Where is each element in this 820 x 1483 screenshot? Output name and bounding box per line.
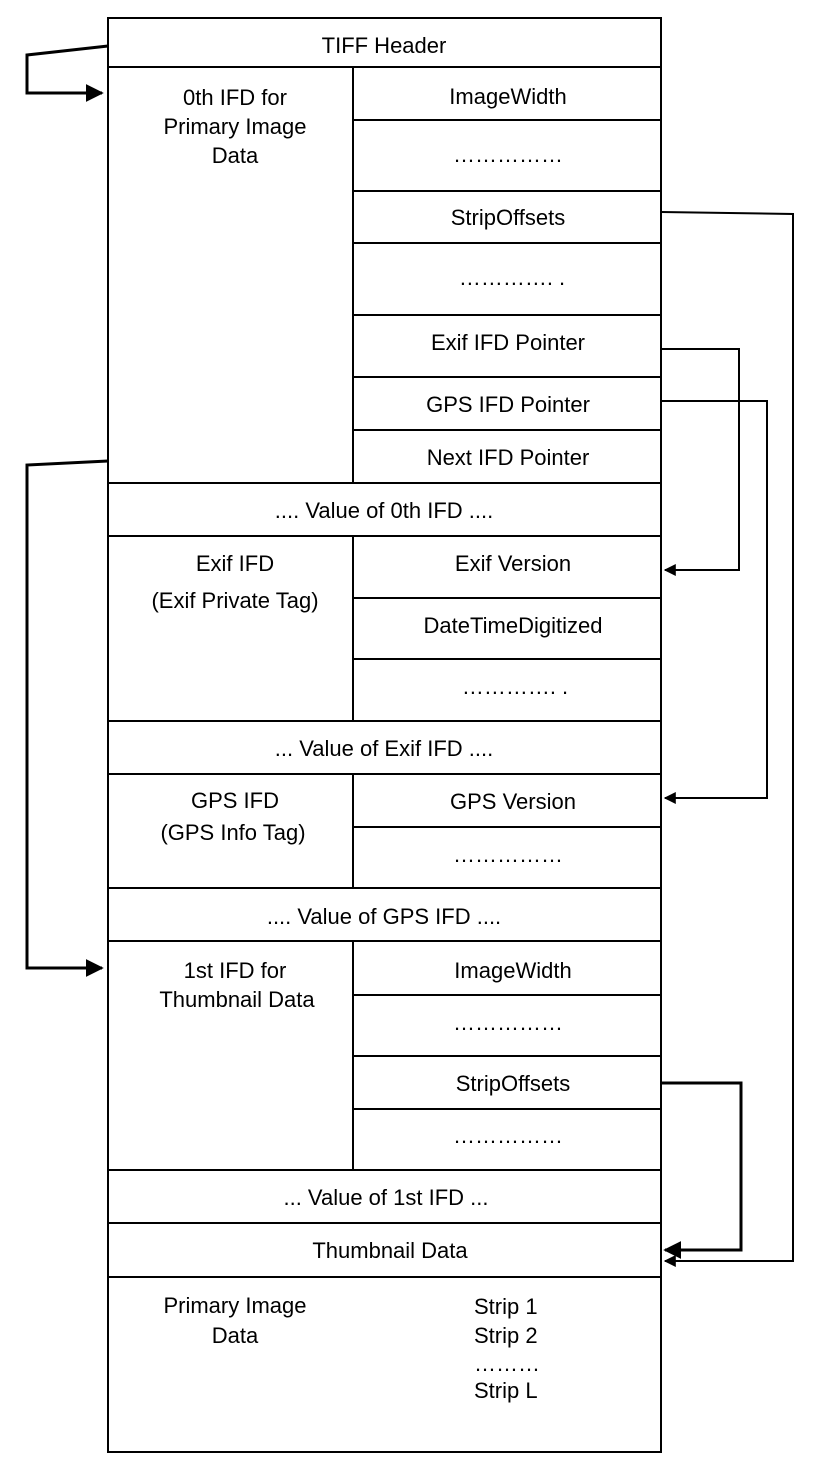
ifd0-title-line-1: 0th IFD for [183,85,287,110]
diagram-labels: TIFF Header 0th IFD for Primary Image Da… [151,33,602,1348]
primary-image-title-line-1: Primary Image [163,1293,306,1318]
header-to-ifd0-arrow [25,44,109,102]
outer-frame [107,17,662,1453]
strip-offsets-1-arrow [661,1081,743,1259]
ifd1-tag-ellipsis-2: …………… [453,1123,563,1148]
strip-l-label: Strip L [474,1378,538,1403]
ifd0-tag-ellipsis-1: …………… [453,142,563,167]
ifd0-tag-image-width: ImageWidth [449,84,566,109]
strip-1-label: Strip 1 [474,1294,538,1319]
value-ifd0-label: .... Value of 0th IFD .... [275,498,493,523]
gps-ifd-title-line-2: (GPS Info Tag) [160,820,305,845]
ifd1-tag-strip-offsets: StripOffsets [456,1071,571,1096]
ifd0-tag-next-pointer: Next IFD Pointer [427,445,590,470]
next-ifd-pointer-arrow [25,459,109,977]
section-dividers [108,66,661,1278]
ifd0-title-line-3: Data [212,143,259,168]
strip-2-label: Strip 2 [474,1323,538,1348]
thumbnail-data-label: Thumbnail Data [312,1238,468,1263]
strip-ellipsis-label: ……… [474,1351,540,1376]
exif-ifd-title-line-2: (Exif Private Tag) [151,588,318,613]
primary-image-title-line-2: Data [212,1323,259,1348]
exif-ifd-title-line-1: Exif IFD [196,551,274,576]
connector-arrows [25,44,794,1267]
ifd1-title-line-2: Thumbnail Data [159,987,315,1012]
gps-tag-ellipsis: …………… [453,842,563,867]
value-gps-label: .... Value of GPS IFD .... [267,904,501,929]
ifd0-tag-gps-pointer: GPS IFD Pointer [426,392,590,417]
strip-offsets-0-arrow [660,211,794,1267]
exif-tag-ellipsis: …………. . [462,674,568,699]
gps-pointer-arrow [661,400,768,804]
ifd0-tag-strip-offsets: StripOffsets [451,205,566,230]
exif-pointer-arrow [661,348,740,576]
exif-tag-version: Exif Version [455,551,571,576]
exif-tag-datetime-digitized: DateTimeDigitized [424,613,603,638]
value-ifd1-label: ... Value of 1st IFD ... [283,1185,488,1210]
gps-ifd-title-line-1: GPS IFD [191,788,279,813]
tag-row-dividers [353,119,661,1110]
value-exif-label: ... Value of Exif IFD .... [275,736,493,761]
strip-list: Strip 1 Strip 2 ……… Strip L [474,1294,540,1403]
ifd1-title-line-1: 1st IFD for [184,958,287,983]
ifd0-tag-exif-pointer: Exif IFD Pointer [431,330,585,355]
ifd1-tag-image-width: ImageWidth [454,958,571,983]
ifd0-title-line-2: Primary Image [163,114,306,139]
gps-tag-version: GPS Version [450,789,576,814]
ifd0-tag-ellipsis-2: …………. . [459,265,565,290]
ifd1-tag-ellipsis-1: …………… [453,1010,563,1035]
tiff-header-label: TIFF Header [322,33,447,58]
